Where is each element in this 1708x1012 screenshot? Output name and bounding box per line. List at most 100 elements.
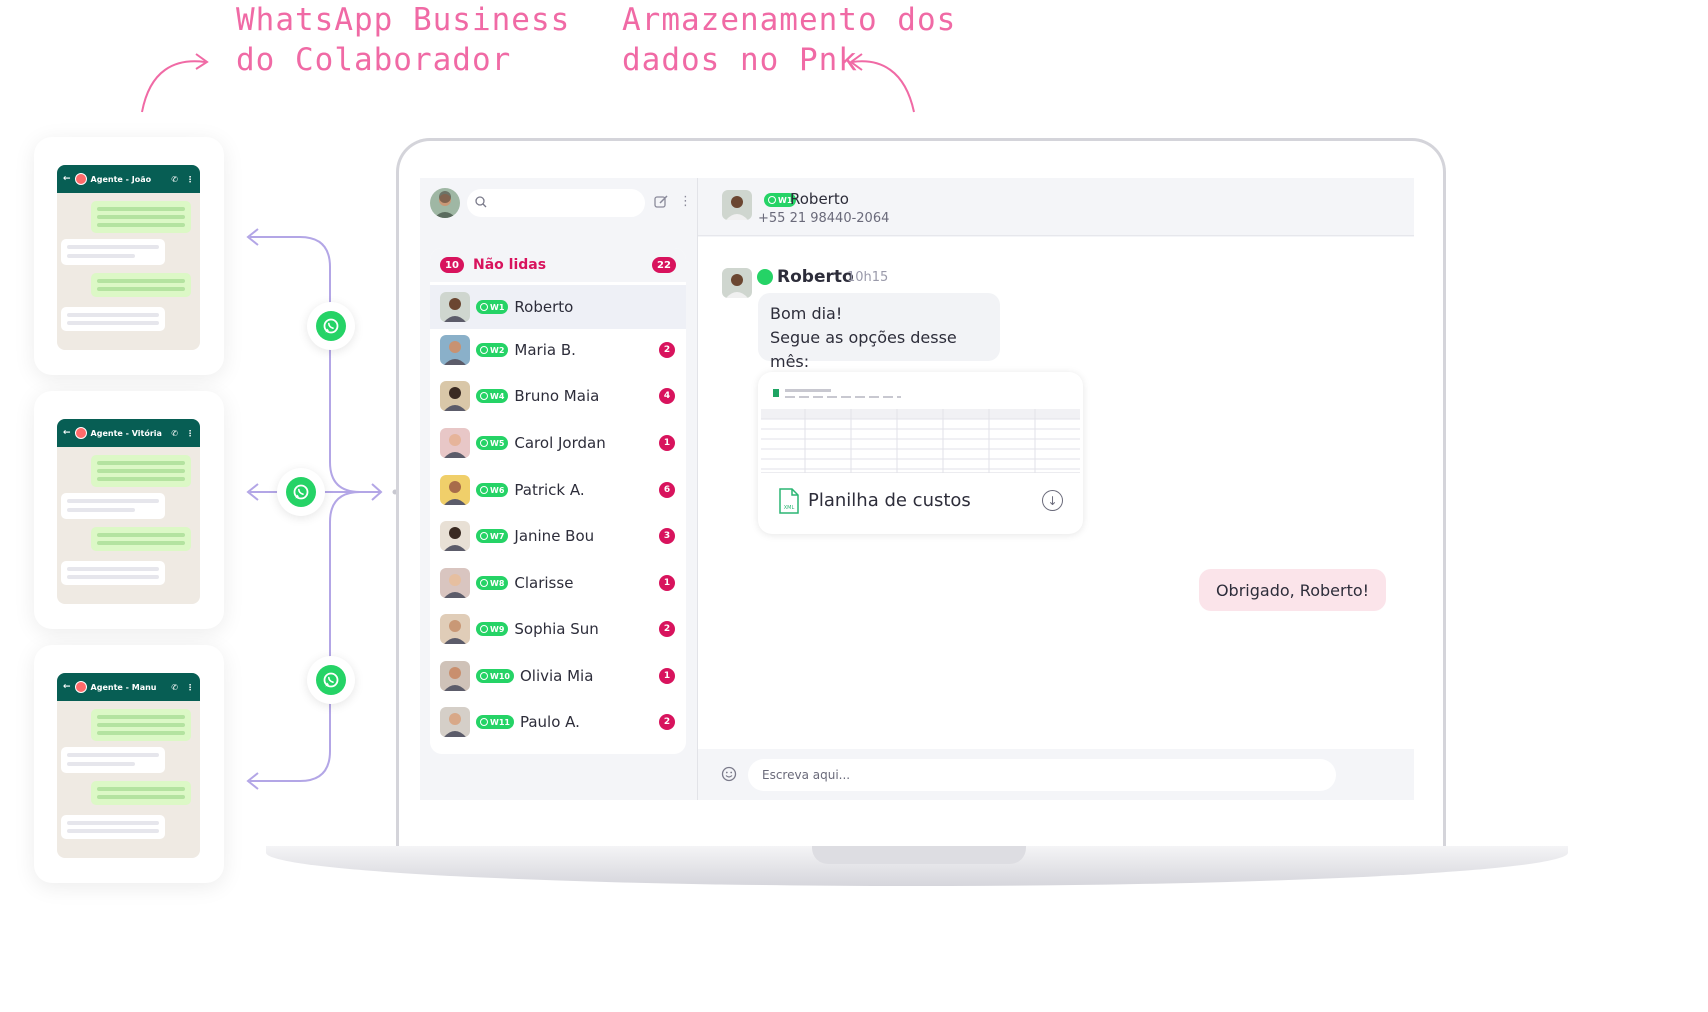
laptop-notch [812, 846, 1026, 864]
phone-icon: ✆ [171, 174, 178, 184]
agent-name: Agente - Vitória [90, 428, 162, 438]
contact-row[interactable]: W11 Paulo A. 2 [430, 700, 686, 744]
phone-icon: ✆ [171, 682, 178, 692]
channel-tag: W8 [476, 576, 509, 590]
whatsapp-icon [480, 346, 488, 354]
whatsapp-icon [480, 439, 488, 447]
phone-screen: ← Agente - João ✆ ⋮ [57, 165, 200, 350]
unread-count-badge: 1 [659, 575, 675, 591]
back-arrow-icon: ← [63, 682, 71, 692]
whatsapp-connector [307, 302, 355, 350]
edit-icon[interactable] [654, 194, 669, 213]
contact-avatar [440, 661, 470, 691]
unread-count-badge: 6 [659, 482, 675, 498]
search-input[interactable] [493, 196, 633, 210]
file-xml-icon: XML [778, 488, 800, 518]
contact-avatar [440, 475, 470, 505]
contact-avatar [440, 381, 470, 411]
whatsapp-icon [480, 486, 488, 494]
contact-avatar[interactable] [722, 190, 752, 220]
whatsapp-icon [768, 196, 776, 204]
unread-total-badge: 22 [652, 257, 676, 273]
channel-tag: W4 [476, 389, 509, 403]
contact-name: Maria B. [514, 341, 576, 359]
whatsapp-connector [307, 656, 355, 704]
contact-row[interactable]: W2 Maria B. 2 [430, 328, 686, 372]
contact-avatar [440, 292, 470, 322]
agent-avatar [74, 173, 87, 185]
phone-icon: ✆ [171, 428, 178, 438]
search-bar[interactable] [467, 189, 645, 217]
channel-tag: W11 [476, 715, 514, 729]
contact-avatar [440, 707, 470, 737]
headline-storage: Armazenamento dos dados no Pnk [622, 2, 957, 78]
phone-header: ← Agente - Manu ✆ ⋮ [57, 673, 200, 701]
more-icon: ⋮ [186, 174, 194, 184]
unread-count-badge: 2 [659, 714, 675, 730]
contact-name: Carol Jordan [514, 434, 606, 452]
channel-tag: W5 [476, 436, 509, 450]
contact-name: Roberto [514, 298, 574, 316]
whatsapp-icon [480, 579, 488, 587]
whatsapp-icon [757, 269, 773, 285]
contact-name: Bruno Maia [514, 387, 600, 405]
outgoing-message: Obrigado, Roberto! [1199, 569, 1386, 611]
phone-header: ← Agente - João ✆ ⋮ [57, 165, 200, 193]
agent-avatar [74, 681, 87, 693]
phone-header: ← Agente - Vitória ✆ ⋮ [57, 419, 200, 447]
unread-count-badge: 1 [659, 668, 675, 684]
contact-name: Paulo A. [519, 713, 580, 731]
unread-count-badge: 3 [659, 528, 675, 544]
chat-header [698, 178, 1414, 236]
message-time: 10h15 [847, 270, 889, 285]
contact-avatar [440, 521, 470, 551]
whatsapp-icon [480, 392, 488, 400]
unread-label: Não lidas [473, 257, 547, 273]
whatsapp-icon [480, 532, 488, 540]
phone-card-joao: ← Agente - João ✆ ⋮ [34, 137, 224, 375]
channel-tag: W10 [476, 669, 514, 683]
phone-screen: ← Agente - Vitória ✆ ⋮ [57, 419, 200, 604]
whatsapp-icon [480, 625, 488, 633]
agent-name: Agente - João [90, 174, 152, 184]
channel-tag: W6 [476, 483, 509, 497]
channel-tag: W1 [764, 193, 797, 207]
emoji-icon[interactable] [721, 766, 737, 786]
whatsapp-icon [480, 672, 488, 680]
whatsapp-connector [277, 468, 325, 516]
phone-card-manu: ← Agente - Manu ✆ ⋮ [34, 645, 224, 883]
message-input[interactable] [762, 768, 1322, 782]
svg-text:XML: XML [784, 505, 795, 511]
unread-count-badge: 2 [659, 342, 675, 358]
unread-count-badge: 10 [440, 257, 464, 273]
contact-name: Janine Bou [514, 527, 595, 545]
channel-tag: W9 [476, 622, 509, 636]
phone-screen: ← Agente - Manu ✆ ⋮ [57, 673, 200, 858]
incoming-message: Bom dia! Segue as opções desse mês: [758, 293, 1000, 371]
back-arrow-icon: ← [63, 174, 71, 184]
more-icon[interactable]: ⋮ [679, 194, 692, 209]
download-icon[interactable]: ↓ [1042, 490, 1063, 511]
file-attachment[interactable] [758, 372, 1083, 534]
whatsapp-icon [316, 665, 346, 695]
spreadsheet-preview [761, 375, 1080, 473]
unread-filter[interactable]: 10 Não lidas 22 [430, 248, 686, 282]
whatsapp-icon [480, 303, 488, 311]
channel-tag: W2 [476, 343, 509, 357]
back-arrow-icon: ← [63, 428, 71, 438]
message-input-wrapper [748, 759, 1336, 791]
whatsapp-icon [480, 718, 488, 726]
contact-avatar [440, 568, 470, 598]
unread-count-badge: 2 [659, 621, 675, 637]
more-icon: ⋮ [186, 428, 194, 438]
my-avatar[interactable] [430, 188, 460, 218]
